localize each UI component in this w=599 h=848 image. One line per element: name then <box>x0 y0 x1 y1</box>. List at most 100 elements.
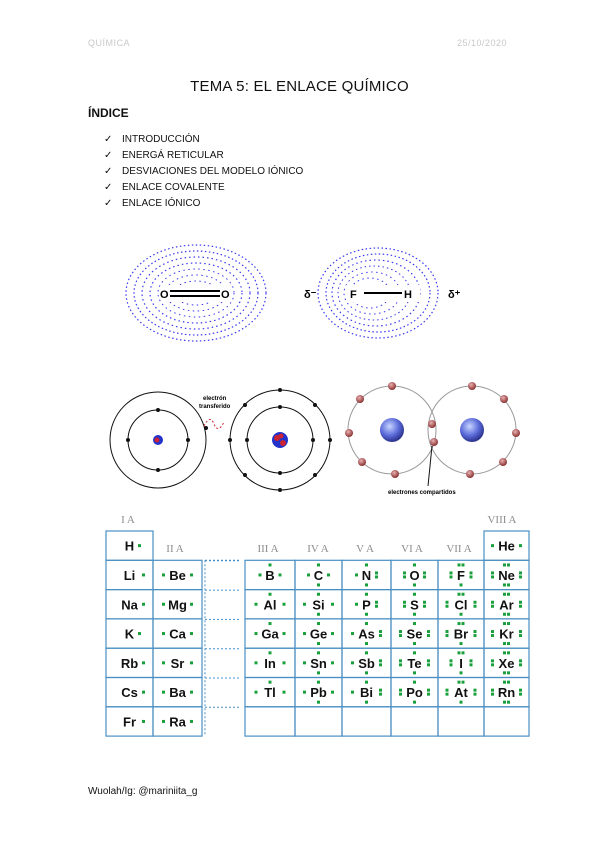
valence-electron-dot <box>365 612 368 616</box>
valence-electron-dot <box>519 663 522 667</box>
table-cell <box>341 676 392 708</box>
valence-electron-dot <box>379 692 382 696</box>
element-symbol: N <box>362 568 371 583</box>
valence-electron-dot <box>507 680 510 684</box>
valence-electron-dot <box>445 688 449 692</box>
group-label: VI A <box>401 543 423 555</box>
index-list: ✓INTRODUCCIÓN ✓ENERGÁ RETICULAR ✓DESVIAC… <box>104 132 303 212</box>
table-cell <box>244 618 296 649</box>
element-symbol: Bi <box>360 685 373 700</box>
table-cell <box>341 618 392 649</box>
valence-electron-dot <box>427 692 430 696</box>
table-cell <box>483 706 530 737</box>
valence-electron-dot <box>491 688 494 692</box>
valence-electron-dot <box>491 575 494 579</box>
table-cell <box>244 676 296 708</box>
valence-electron-dot <box>351 661 354 665</box>
valence-electron-dot <box>365 651 368 655</box>
table-cell <box>105 647 154 679</box>
valence-electron-dot <box>282 661 286 665</box>
valence-electron-dot <box>445 600 449 604</box>
valence-electron-dot <box>268 651 272 655</box>
table-cell <box>390 706 439 737</box>
valence-electron-dot <box>379 663 382 667</box>
transferred-electron-label: electrón <box>203 396 227 402</box>
valence-electron-dot <box>317 700 320 704</box>
valence-electron-dot <box>303 661 306 665</box>
valence-electron-dot <box>317 651 320 655</box>
valence-electron-dot <box>355 602 358 606</box>
valence-electron-dot <box>268 622 272 626</box>
valence-electron-dot <box>138 632 141 636</box>
ionic-transfer-diagram: electrón transferido <box>109 388 332 492</box>
valence-electron-dot <box>413 680 416 684</box>
valence-electron-dot <box>190 632 193 636</box>
valence-electron-dot <box>473 604 477 608</box>
element-symbol: Te <box>407 656 421 671</box>
valence-electron-dot <box>449 663 453 667</box>
valence-electron-dot <box>457 680 461 684</box>
valence-electron-dot <box>317 563 320 567</box>
valence-electron-dot <box>445 692 449 696</box>
valence-electron-dot <box>507 622 510 626</box>
valence-electron-dot <box>469 659 473 663</box>
valence-electron-dot <box>142 602 145 606</box>
table-cell <box>152 618 203 649</box>
table-cell <box>437 676 485 708</box>
valence-electron-dot <box>503 671 506 675</box>
valence-electron-dot <box>507 563 510 567</box>
check-icon: ✓ <box>104 166 113 177</box>
oxygen-atom-label: O <box>160 289 169 301</box>
fluorine-atom-label: F <box>350 289 357 301</box>
valence-electron-dot <box>331 690 334 694</box>
element-symbol: Br <box>454 627 468 642</box>
valence-electron-dot <box>469 575 473 579</box>
transferred-electron-label: transferido <box>199 404 231 410</box>
valence-electron-dot <box>519 571 522 575</box>
valence-electron-dot <box>317 592 320 596</box>
valence-electron-dot <box>190 602 193 606</box>
valence-electron-dot <box>303 632 306 636</box>
valence-electron-dot <box>317 671 320 675</box>
valence-electron-dot <box>507 671 510 675</box>
valence-electron-dot <box>254 602 258 606</box>
valence-electron-dot <box>503 680 506 684</box>
valence-electron-dot <box>331 602 334 606</box>
valence-electron-dot <box>491 571 494 575</box>
valence-electron-dot <box>503 563 506 567</box>
table-cell <box>390 647 439 679</box>
valence-electron-dot <box>507 700 510 704</box>
valence-electron-dot <box>491 544 494 548</box>
valence-electron-dot <box>423 571 426 575</box>
valence-electron-dot <box>461 651 465 655</box>
element-symbol: Rb <box>121 656 138 671</box>
element-symbol: Sb <box>358 656 375 671</box>
table-cell <box>294 588 343 620</box>
valence-electron-dot <box>399 659 402 663</box>
valence-electron-dot <box>427 663 430 667</box>
valence-electron-dot <box>459 700 463 704</box>
valence-electron-dot <box>268 592 272 596</box>
valence-electron-dot <box>503 700 506 704</box>
valence-electron-dot <box>162 690 165 694</box>
element-symbol: Si <box>312 597 324 612</box>
valence-electron-dot <box>317 622 320 626</box>
valence-electron-dot <box>258 573 262 577</box>
element-symbol: Ge <box>310 627 327 642</box>
table-cell <box>294 559 343 591</box>
valence-electron-dot <box>379 659 382 663</box>
element-symbol: Li <box>124 568 136 583</box>
element-symbol: Kr <box>499 627 513 642</box>
valence-electron-dot <box>519 604 522 608</box>
valence-electron-dot <box>317 612 320 616</box>
table-cell <box>294 618 343 649</box>
valence-electron-dot <box>303 690 306 694</box>
valence-electron-dot <box>459 671 463 675</box>
check-icon: ✓ <box>104 182 113 193</box>
valence-electron-dot <box>399 634 402 638</box>
valence-electron-dot <box>282 602 286 606</box>
valence-electron-dot <box>449 575 453 579</box>
valence-electron-dot <box>365 622 368 626</box>
shared-electrons-label: electrones compartidos <box>388 490 456 496</box>
